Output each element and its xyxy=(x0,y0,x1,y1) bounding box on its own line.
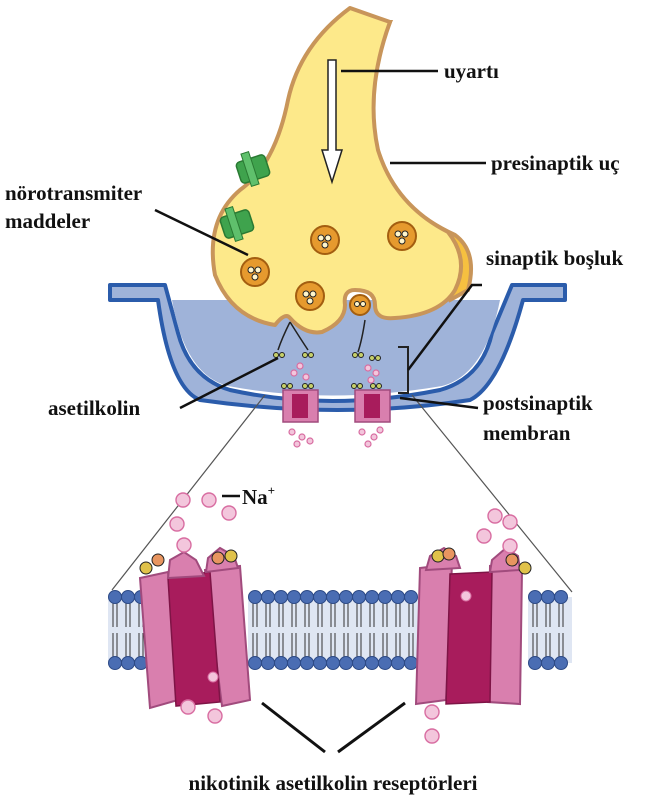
label-neurotransmitters-line2: maddeler xyxy=(5,209,90,233)
lipid-head xyxy=(405,657,418,670)
bilayer-core xyxy=(248,597,420,663)
lipid-head xyxy=(109,657,122,670)
lipid-head xyxy=(249,591,262,604)
lipid-head xyxy=(314,591,327,604)
label-synaptic-cleft: sinaptik boşluk xyxy=(486,246,623,270)
label-sodium: Na+ xyxy=(242,483,275,509)
label-postsynaptic-line1: postsinaptik xyxy=(483,391,593,415)
lipid-head xyxy=(314,657,327,670)
label-stimulus: uyartı xyxy=(444,59,499,83)
lipid-head xyxy=(405,591,418,604)
lipid-head xyxy=(529,657,542,670)
lipid-head xyxy=(379,591,392,604)
lipid-head xyxy=(262,591,275,604)
lipid-head xyxy=(366,591,379,604)
lipid-head xyxy=(555,657,568,670)
vesicle xyxy=(311,226,339,254)
lipid-head xyxy=(392,591,405,604)
lipid-head xyxy=(366,657,379,670)
lipid-head xyxy=(353,657,366,670)
lipid-head xyxy=(288,657,301,670)
lipid-head xyxy=(353,591,366,604)
receptor-large-right xyxy=(416,548,522,704)
receptor-small-right xyxy=(355,390,390,422)
label-postsynaptic-line2: membran xyxy=(483,421,571,445)
lipid-head xyxy=(392,657,405,670)
fusing-vesicle xyxy=(350,295,370,315)
lipid-head xyxy=(542,591,555,604)
lipid-head xyxy=(327,591,340,604)
vesicle xyxy=(388,222,416,250)
lipid-head xyxy=(340,591,353,604)
lipid-head xyxy=(262,657,275,670)
lipid-head xyxy=(379,657,392,670)
lipid-head xyxy=(327,657,340,670)
lipid-head xyxy=(122,591,135,604)
label-acetylcholine: asetilkolin xyxy=(48,396,141,420)
lipid-head xyxy=(529,591,542,604)
lipid-head xyxy=(340,657,353,670)
lipid-head xyxy=(249,657,262,670)
receptor-small-left xyxy=(283,390,318,422)
lipid-head xyxy=(288,591,301,604)
label-receptors: nikotinik asetilkolin reseptörleri xyxy=(189,771,478,795)
lipid-head xyxy=(109,591,122,604)
lipid-head xyxy=(122,657,135,670)
vesicle xyxy=(241,258,269,286)
lipid-head xyxy=(542,657,555,670)
receptor-pointer-lines xyxy=(262,703,405,752)
lipid-head xyxy=(301,591,314,604)
lipid-head xyxy=(275,591,288,604)
vesicle xyxy=(296,282,324,310)
label-sodium-charge: + xyxy=(268,483,275,498)
lipid-head xyxy=(301,657,314,670)
lipid-head xyxy=(555,591,568,604)
label-presynaptic-terminal: presinaptik uç xyxy=(491,151,620,175)
lipid-head xyxy=(275,657,288,670)
label-neurotransmitters-line1: nörotransmiter xyxy=(5,181,142,205)
receptor-large-left xyxy=(140,548,250,708)
